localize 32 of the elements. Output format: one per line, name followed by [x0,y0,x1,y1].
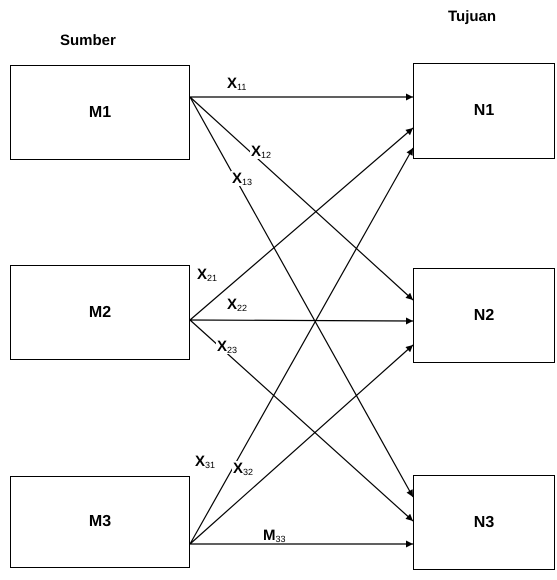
arrow [190,317,413,324]
arrow [190,94,413,100]
box-label: N1 [474,101,494,121]
arrow [190,540,413,548]
box-label: N2 [474,306,494,326]
edge-label: X$_{13}$ [231,171,254,186]
destination-box [413,475,555,570]
arrow [189,96,414,498]
box-label: M2 [88,302,112,322]
destination-box [413,63,555,159]
source-box [10,476,190,568]
source-box [10,65,190,160]
destination-box [413,268,555,363]
edge-label: X$_{11}$ [226,76,248,91]
edge-label: X$_{21}$ [196,267,218,282]
column-heading: Tujuan [448,7,496,27]
edge-label: X$_{32}$ [232,461,254,476]
box-label: N3 [474,512,494,532]
arrow [190,344,414,544]
edge-label: M$_{33}$ [262,528,287,543]
arrow [190,96,414,300]
box-label: M1 [88,102,112,122]
source-box [10,265,190,360]
edge-label: X$_{31}$ [194,454,216,469]
box-label: M3 [88,512,112,532]
column-heading: Sumber [60,31,116,51]
arrow [190,128,414,320]
edge-label: X$_{23}$ [216,339,238,354]
edge-label: X$_{22}$ [226,297,248,312]
arrow [189,148,414,544]
edge-label: X$_{12}$ [250,144,272,159]
arrow [190,320,414,522]
